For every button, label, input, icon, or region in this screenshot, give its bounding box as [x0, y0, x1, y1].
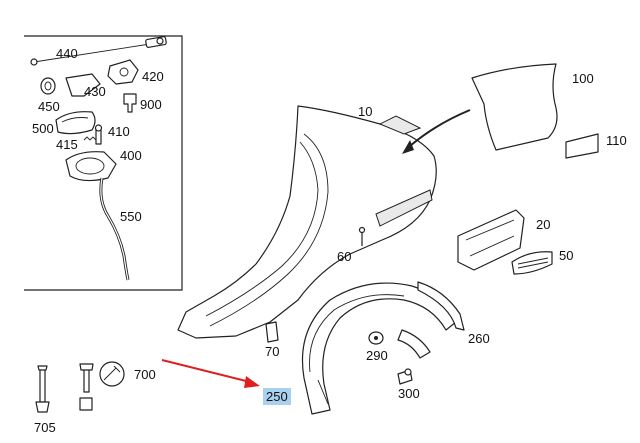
callout-110[interactable]: 110 — [606, 133, 627, 148]
part-430-bracket — [65, 73, 101, 97]
callout-700[interactable]: 700 — [134, 367, 156, 382]
wrench-icon — [103, 365, 121, 381]
inset-frame — [24, 35, 183, 291]
callout-430[interactable]: 430 — [84, 84, 106, 99]
callout-20[interactable]: 20 — [536, 217, 551, 232]
assembly-arrow — [402, 109, 471, 154]
part-290-grommet — [368, 331, 384, 345]
callout-900[interactable]: 900 — [140, 97, 162, 112]
callout-250-highlighted[interactable]: 250 — [263, 388, 291, 405]
callout-440[interactable]: 440 — [56, 46, 78, 61]
callout-70[interactable]: 70 — [265, 344, 280, 359]
callout-705[interactable]: 705 — [34, 420, 56, 435]
part-10-side-panel — [177, 105, 437, 339]
callout-10[interactable]: 10 — [358, 104, 373, 119]
part-415-spring — [83, 136, 97, 141]
callout-60[interactable]: 60 — [337, 249, 352, 264]
part-500-fuel-flap — [55, 111, 96, 135]
pointer-arrow — [161, 359, 260, 388]
callout-100[interactable]: 100 — [572, 71, 594, 86]
part-60-stud — [358, 226, 366, 246]
part-260-trim-strip — [417, 281, 465, 331]
part-300-screw — [397, 368, 413, 385]
part-900-clip — [123, 93, 137, 113]
part-440-release-cable — [30, 36, 167, 66]
part-250-wheel-housing-liner — [301, 282, 457, 415]
part-550-drain-hose — [99, 177, 130, 281]
callout-415[interactable]: 415 — [56, 137, 78, 152]
part-450-grommet — [40, 77, 56, 95]
callout-400[interactable]: 400 — [120, 148, 142, 163]
part-700-screw-set — [79, 361, 125, 411]
callout-450[interactable]: 450 — [38, 99, 60, 114]
part-705-bolt — [35, 365, 50, 413]
part-100-quarter-panel-glass — [471, 63, 558, 151]
part-110-label — [565, 133, 599, 159]
part-20-reinforcement — [457, 209, 525, 271]
part-50-vent-grille — [511, 251, 553, 275]
callout-300[interactable]: 300 — [398, 386, 420, 401]
callout-550[interactable]: 550 — [120, 209, 142, 224]
callout-410[interactable]: 410 — [108, 124, 130, 139]
part-420-actuator — [107, 59, 139, 85]
callout-260[interactable]: 260 — [468, 331, 490, 346]
part-410-pin — [94, 124, 103, 145]
callout-420[interactable]: 420 — [142, 69, 164, 84]
callout-290[interactable]: 290 — [366, 348, 388, 363]
callout-500[interactable]: 500 — [32, 121, 54, 136]
callout-50[interactable]: 50 — [559, 248, 574, 263]
part-70-clip — [265, 321, 279, 343]
part-400-fuel-filler-housing — [65, 151, 117, 182]
